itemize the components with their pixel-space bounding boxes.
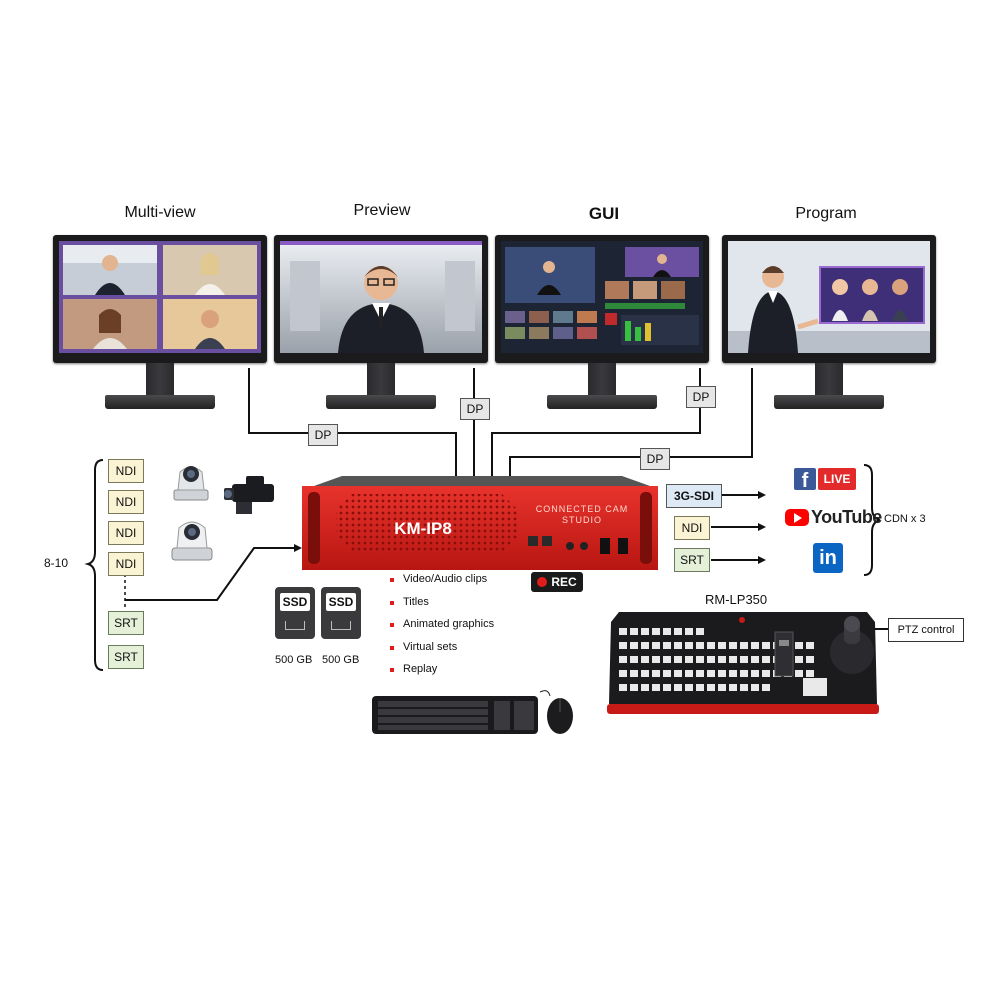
gui-image — [501, 241, 703, 353]
monitor-neck — [146, 363, 174, 399]
monitor-neck — [815, 363, 843, 399]
srt-input: SRT — [108, 611, 144, 635]
ptz-camera-icon — [173, 466, 209, 501]
dp-label-preview: DP — [460, 398, 490, 420]
keyboard-mouse — [372, 690, 573, 734]
youtube-label: YouTube — [811, 507, 882, 527]
feature-bullet — [390, 623, 394, 627]
linkedin-icon: in — [813, 543, 843, 573]
monitor-label-preview: Preview — [353, 202, 411, 219]
feature-item: Virtual sets — [403, 641, 458, 653]
monitor-program — [722, 235, 936, 415]
multiview-screen — [59, 241, 261, 353]
feature-item: Animated graphics — [403, 618, 495, 630]
ssd-drive-icon: SSD — [321, 587, 361, 639]
feature-item: Replay — [403, 663, 438, 675]
dp-label-program: DP — [640, 448, 670, 470]
ndi-input: NDI — [108, 552, 144, 576]
controller-model-label: RM-LP350 — [705, 592, 768, 607]
ssd-label: SSD — [280, 593, 310, 611]
monitor-neck — [367, 363, 395, 399]
monitor-label-program: Program — [795, 205, 857, 222]
ndi-output: NDI — [674, 516, 710, 540]
input-count-label: 8-10 — [44, 556, 69, 570]
ssd-drive-icon: SSD — [275, 587, 315, 639]
feature-bullet — [390, 646, 394, 650]
keyboard-icon — [372, 696, 538, 734]
monitor-multiview — [53, 235, 267, 415]
cdn-label: CDN x 3 — [884, 513, 926, 525]
ssd-capacity: 500 GB — [322, 654, 360, 666]
controller-body — [607, 612, 879, 714]
monitor-foot — [774, 395, 884, 409]
ndi-input: NDI — [108, 459, 144, 483]
dp-label-multiview: DP — [308, 424, 338, 446]
feature-item: Video/Audio clips — [403, 573, 488, 585]
device-model-label: KM-IP8 — [394, 519, 452, 538]
ssd-label: SSD — [326, 593, 356, 611]
multiview-grid — [59, 241, 261, 353]
youtube-icon — [785, 509, 809, 526]
rec-badge: REC — [531, 572, 583, 592]
sdi-output: 3G-SDI — [666, 484, 722, 508]
ssd-capacity: 500 GB — [275, 654, 313, 666]
gui-screen — [501, 241, 703, 353]
ptz-camera-icon — [171, 521, 213, 561]
monitor-gui — [495, 235, 709, 415]
monitor-label-gui: GUI — [588, 204, 620, 223]
facebook-icon: f — [794, 468, 816, 492]
record-dot-icon — [537, 577, 548, 587]
monitor-neck — [588, 363, 616, 399]
device-brand-line1: CONNECTED CAM — [535, 504, 629, 514]
feature-bullet — [390, 578, 394, 582]
feature-bullet — [390, 668, 394, 672]
km-ip8-unit: KM-IP8 CONNECTED CAM STUDIO — [302, 474, 658, 574]
preview-screen — [280, 241, 482, 353]
dp-label-gui: DP — [686, 386, 716, 408]
ndi-input: NDI — [108, 490, 144, 514]
monitor-preview — [274, 235, 488, 415]
monitor-foot — [547, 395, 657, 409]
preview-image — [280, 241, 482, 353]
monitor-label-multiview: Multi-view — [124, 204, 196, 221]
rm-lp350-controller — [605, 612, 880, 716]
program-image — [728, 241, 930, 353]
ndi-input: NDI — [108, 521, 144, 545]
monitor-foot — [105, 395, 215, 409]
srt-input: SRT — [108, 645, 144, 669]
device-brand-line2: STUDIO — [561, 515, 602, 525]
camcorder-icon — [224, 476, 274, 514]
rec-label: REC — [551, 575, 577, 589]
ptz-control-label: PTZ control — [888, 618, 964, 642]
feature-bullet — [390, 601, 394, 605]
monitor-foot — [326, 395, 436, 409]
program-screen — [728, 241, 930, 353]
camera-icons — [171, 466, 274, 561]
mouse-icon — [539, 690, 573, 734]
device-chassis — [302, 476, 658, 570]
srt-output: SRT — [674, 548, 710, 572]
facebook-live-badge: LIVE — [818, 468, 856, 490]
feature-item: Titles — [403, 596, 429, 608]
